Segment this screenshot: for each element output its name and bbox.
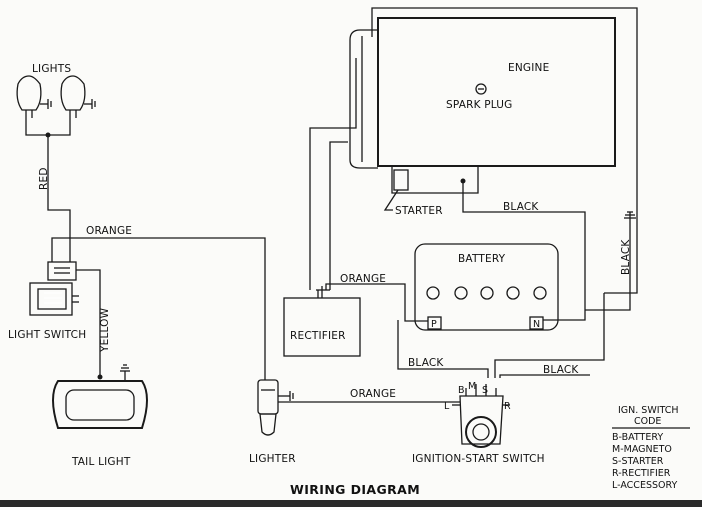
black-bat-label: BLACK (408, 357, 444, 369)
svg-text:S: S (482, 385, 488, 396)
legend-item: R-RECTIFIER (612, 468, 671, 479)
starter: STARTER (383, 189, 443, 217)
spark-plug-label: SPARK PLUG (446, 99, 513, 111)
black-wire-starter (462, 181, 586, 321)
svg-text:M: M (468, 381, 476, 392)
legend-item: S-STARTER (612, 456, 664, 467)
spark-plug-icon (475, 83, 487, 95)
legend-item: L-ACCESSORY (612, 480, 677, 491)
battery: BATTERY P N (414, 243, 559, 331)
legend-item: M-MAGNETO (612, 444, 672, 455)
rectifier-label: RECTIFIER (290, 330, 346, 342)
battery-label: BATTERY (458, 253, 506, 265)
lights-label: LIGHTS (32, 63, 71, 75)
light-switch: LIGHT SWITCH (8, 261, 86, 341)
light-switch-label: LIGHT SWITCH (8, 329, 86, 341)
lighter: LIGHTER (249, 379, 296, 465)
svg-text:P: P (431, 319, 437, 330)
svg-text:N: N (533, 319, 540, 330)
battery-negative-terminal (529, 316, 544, 330)
starter-label: STARTER (395, 205, 443, 217)
black-ground-wire (585, 222, 631, 311)
svg-text:R: R (504, 401, 511, 412)
black-battery-ignition (397, 320, 489, 378)
orange-rect-label: ORANGE (340, 273, 386, 285)
orange-top-label: ORANGE (86, 225, 132, 237)
yellow-wire-label: YELLOW (99, 307, 111, 353)
legend-item: B-BATTERY (612, 432, 663, 443)
legend-heading: IGN. SWITCH (618, 405, 679, 416)
lighter-label: LIGHTER (249, 453, 296, 465)
orange-wire-top (51, 237, 266, 380)
black-ignition-wire (494, 293, 605, 378)
tail-light-label: TAIL LIGHT (71, 456, 131, 468)
orange-ign-label: ORANGE (350, 388, 396, 400)
engine-label: ENGINE (508, 62, 549, 74)
headlight-bulb-icon (16, 75, 42, 111)
harness-frame (309, 7, 638, 294)
bottom-border (0, 500, 702, 507)
ignition-switch: B M S L R IGNITION-START SWITCH (412, 381, 545, 465)
battery-positive-terminal (427, 316, 442, 330)
legend: IGN. SWITCH CODE B-BATTERY M-MAGNETO S-S… (612, 405, 690, 491)
black-ground-label: BLACK (620, 239, 632, 275)
lights: LIGHTS (16, 63, 96, 138)
ignition-switch-label: IGNITION-START SWITCH (412, 453, 545, 465)
ground-icon (624, 211, 636, 222)
tail-light: TAIL LIGHT (52, 364, 148, 468)
legend-heading-2: CODE (634, 416, 661, 427)
svg-text:L: L (444, 401, 450, 412)
yellow-wire (76, 269, 101, 377)
svg-text:B: B (458, 385, 465, 396)
orange-wire-rectifier (325, 283, 428, 322)
black-wire-label: BLACK (503, 201, 539, 213)
red-wire-label: RED (38, 167, 50, 190)
diagram-title: WIRING DIAGRAM (290, 482, 420, 497)
engine: ENGINE SPARK PLUG (349, 17, 616, 194)
rectifier: RECTIFIER (283, 286, 361, 357)
headlight-bulb-icon (60, 75, 86, 111)
red-wire (47, 135, 71, 262)
black-ign-label: BLACK (543, 364, 579, 376)
